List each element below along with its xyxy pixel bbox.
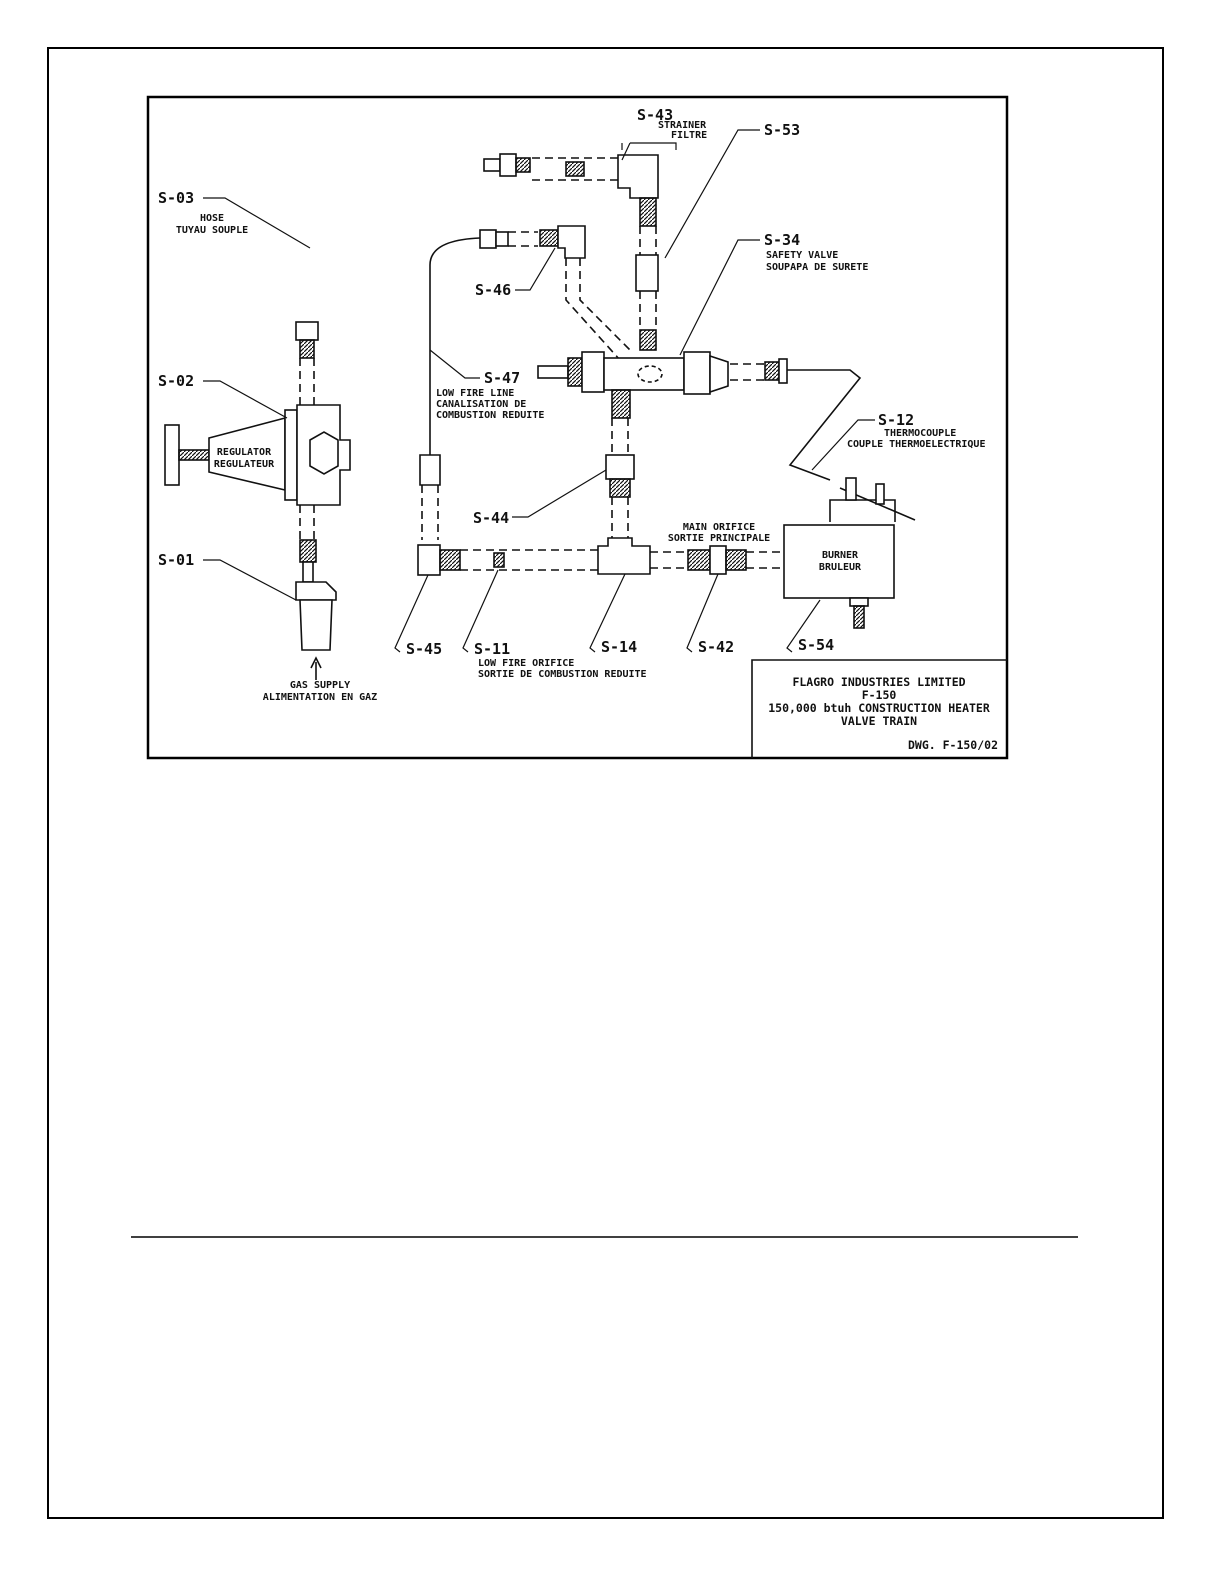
hose [295, 153, 531, 359]
label-s12-line2: COUPLE THERMOELECTRIQUE [847, 439, 985, 450]
strainer-elbow [532, 154, 659, 351]
label-s11-line2: SORTIE DE COMBUSTION REDUITE [478, 669, 647, 680]
label-s54: S-54 [798, 636, 834, 654]
regulator [164, 358, 351, 680]
tee-s14 [597, 537, 651, 575]
label-s03-line2: TUYAU SOUPLE [176, 225, 248, 236]
label-s46: S-46 [475, 281, 511, 299]
label-s34-line2: SOUPAPA DE SURETE [766, 262, 868, 273]
safety-valve [537, 351, 862, 481]
burner-label-fr: BRULEUR [819, 562, 862, 573]
burner-label-en: BURNER [822, 550, 859, 561]
label-s42: S-42 [698, 638, 734, 656]
supply-riser [605, 418, 635, 540]
label-s47-line2: CANALISATION DE [436, 399, 526, 410]
label-s53: S-53 [764, 121, 800, 139]
label-s43-line1: STRAINER [658, 120, 707, 131]
label-s47-line1: LOW FIRE LINE [436, 388, 514, 399]
coupling-s44 [605, 454, 635, 480]
part-labels: S-43 STRAINER FILTRE S-53 S-03 HOSE TUYA… [158, 106, 985, 703]
main-orifice-label-fr: SORTIE PRINCIPALE [668, 533, 770, 544]
subtitle: VALVE TRAIN [841, 714, 917, 728]
label-s03-line1: HOSE [200, 213, 224, 224]
description: 150,000 btuh CONSTRUCTION HEATER [768, 701, 990, 715]
gas-supply-label-en: GAS SUPPLY [290, 680, 350, 691]
label-s45: S-45 [406, 640, 442, 658]
burner [783, 477, 916, 629]
manifold-line [417, 537, 784, 576]
label-s34-line1: SAFETY VALVE [766, 250, 838, 261]
title-block: FLAGRO INDUSTRIES LIMITED F-150 150,000 … [751, 659, 1007, 758]
label-s47: S-47 [484, 369, 520, 387]
low-fire-line [419, 225, 631, 540]
label-s01: S-01 [158, 551, 194, 569]
coupling-s53 [635, 254, 659, 292]
label-s43: S-43 [637, 106, 673, 124]
label-s44: S-44 [473, 509, 509, 527]
label-s03: S-03 [158, 189, 194, 207]
label-s34: S-34 [764, 231, 800, 249]
drawing-frame [146, 95, 1009, 760]
label-s02: S-02 [158, 372, 194, 390]
company-name: FLAGRO INDUSTRIES LIMITED [792, 675, 965, 689]
label-s43-line2: FILTRE [671, 130, 707, 141]
label-s11-line1: LOW FIRE ORIFICE [478, 658, 574, 669]
regulator-label-en: REGULATOR [217, 447, 272, 458]
gas-supply-label-fr: ALIMENTATION EN GAZ [263, 692, 377, 703]
label-s11: S-11 [474, 640, 510, 658]
label-s12: S-12 [878, 411, 914, 429]
label-s14: S-14 [601, 638, 637, 656]
label-s12-line1: THERMOCOUPLE [884, 428, 956, 439]
drawing-number: DWG. F-150/02 [908, 738, 998, 752]
regulator-label-fr: REGULATEUR [214, 459, 275, 470]
leader-lines [203, 129, 875, 653]
page-border [47, 47, 1164, 1519]
main-orifice-label-en: MAIN ORIFICE [683, 522, 755, 533]
label-s47-line3: COMBUSTION REDUITE [436, 410, 544, 421]
model-number: F-150 [862, 688, 897, 702]
